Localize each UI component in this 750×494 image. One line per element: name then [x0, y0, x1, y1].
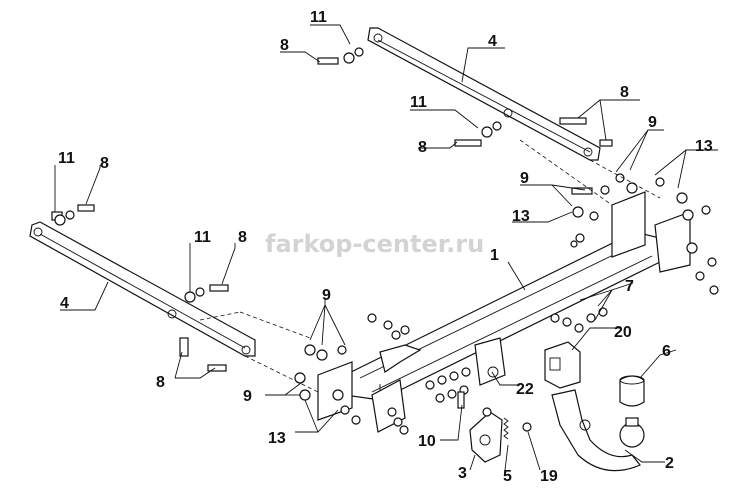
label-1-crossbar: 1: [490, 247, 499, 264]
tow-ball-hitch: [551, 389, 645, 472]
label-3: 3: [458, 465, 467, 482]
center-mount-plate: [379, 337, 506, 386]
spring-pin: [503, 417, 509, 440]
label-8-upper-mid: 8: [418, 139, 427, 156]
lower-side-bracket: [29, 221, 256, 357]
label-11-left: 11: [58, 150, 75, 167]
socket-bracket: [469, 411, 503, 463]
label-7: 7: [625, 278, 634, 295]
label-19: 19: [540, 468, 558, 485]
label-6: 6: [662, 343, 671, 360]
label-8-lower-left: 8: [156, 374, 165, 391]
label-5: 5: [503, 468, 512, 485]
label-20: 20: [614, 324, 632, 341]
label-8-upper-right: 8: [620, 84, 629, 101]
label-9-lower-left: 9: [243, 388, 252, 405]
label-9-center: 9: [322, 287, 331, 304]
label-11-lower-mid: 11: [194, 229, 211, 246]
assembly-guide-lines: [199, 139, 661, 393]
watermark-text: farkop-center.ru: [265, 230, 484, 258]
label-2: 2: [665, 455, 674, 472]
label-9-right: 9: [520, 170, 529, 187]
label-11-top: 11: [310, 9, 327, 26]
label-4-lower: 4: [60, 295, 69, 312]
label-9-upper-right: 9: [648, 114, 657, 131]
upper-side-bracket: [367, 27, 601, 161]
fastener-hardware: [51, 47, 719, 435]
label-8-left: 8: [100, 155, 109, 172]
part-number-labels: 11 8 4 11 8 8 9 13 9 13 11 8 4 11 8 1 9 …: [58, 9, 713, 485]
main-crossbar: [317, 191, 691, 433]
label-13-lower-left: 13: [268, 430, 286, 447]
label-8-top: 8: [280, 37, 289, 54]
ball-cover-cap: [619, 375, 645, 407]
label-8-lower-mid: 8: [238, 229, 247, 246]
label-13-upper-right: 13: [695, 138, 713, 155]
label-22: 22: [516, 381, 534, 398]
callout-leader-lines: [54, 24, 718, 471]
label-4-upper: 4: [488, 33, 497, 50]
electrical-socket: [544, 341, 581, 389]
label-11-upper-mid: 11: [410, 94, 427, 111]
label-13-right: 13: [512, 208, 530, 225]
label-10: 10: [418, 433, 436, 450]
